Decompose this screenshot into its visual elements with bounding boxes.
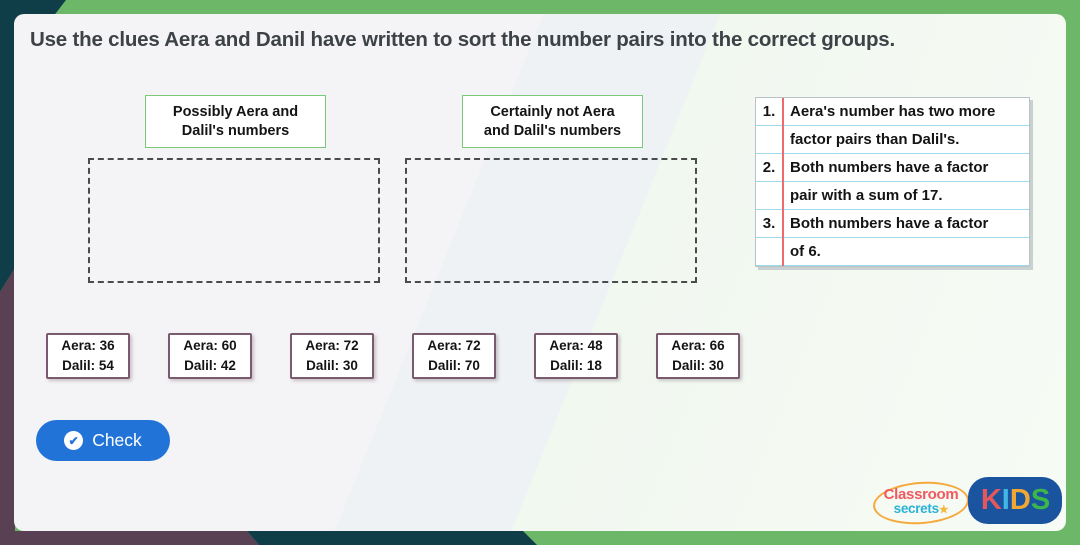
- clue-number: 1.: [762, 103, 776, 120]
- clue-row: of 6.: [756, 238, 1029, 266]
- classroom-logo-text: Classroom: [883, 486, 959, 503]
- pair-card-line: Dalil: 70: [428, 358, 480, 373]
- clue-row: 1. Aera's number has two more: [756, 98, 1029, 126]
- clue-row: 2. Both numbers have a factor: [756, 154, 1029, 182]
- pair-card-line: Aera: 48: [549, 338, 603, 354]
- pair-card-aera48-dalil18[interactable]: Aera: 48 Dalil: 18: [534, 333, 618, 379]
- clue-row: 3. Both numbers have a factor: [756, 210, 1029, 238]
- pair-card-line: Dalil: 54: [62, 358, 114, 373]
- classroom-secrets-logo: Classroom secrets★: [871, 478, 971, 528]
- pair-card-aera60-dalil42[interactable]: Aera: 60 Dalil: 42: [168, 333, 252, 379]
- group-label-line: Possibly Aera and: [172, 103, 299, 120]
- kids-letter-i: I: [1001, 484, 1010, 516]
- pair-card-aera72-dalil70[interactable]: Aera: 72 Dalil: 70: [412, 333, 496, 379]
- group-label-line: and Dalil's numbers: [483, 122, 622, 139]
- pair-card-line: Dalil: 18: [550, 358, 602, 373]
- clue-row: pair with a sum of 17.: [756, 182, 1029, 210]
- pair-card-line: Dalil: 30: [306, 358, 358, 373]
- secrets-logo-text: secrets: [893, 501, 940, 516]
- dropzone-possibly[interactable]: [88, 158, 380, 283]
- pair-card-aera66-dalil30[interactable]: Aera: 66 Dalil: 30: [656, 333, 740, 379]
- kids-logo: K I D S: [968, 477, 1062, 524]
- pair-card-line: Dalil: 42: [184, 358, 236, 373]
- group-label-line: Certainly not Aera: [490, 103, 615, 120]
- paper-margin-line: [782, 98, 784, 266]
- pair-card-line: Aera: 60: [183, 338, 237, 354]
- activity-instructions: Use the clues Aera and Danil have writte…: [30, 28, 896, 51]
- pair-card-aera72-dalil30[interactable]: Aera: 72 Dalil: 30: [290, 333, 374, 379]
- check-circle-icon: ✔: [64, 431, 84, 450]
- pair-card-line: Aera: 66: [671, 338, 725, 354]
- clue-text: Both numbers have a factor: [790, 215, 989, 232]
- clue-row: factor pairs than Dalil's.: [756, 126, 1029, 154]
- group-label-possibly: Possibly Aera and Dalil's numbers: [145, 95, 326, 148]
- clue-text: Aera's number has two more: [790, 103, 996, 120]
- clue-text: of 6.: [790, 243, 821, 260]
- number-pair-cards: Aera: 36 Dalil: 54 Aera: 60 Dalil: 42 Ae…: [46, 333, 740, 379]
- clues-note-paper: 1. Aera's number has two more factor pai…: [755, 97, 1030, 267]
- pair-card-line: Aera: 36: [61, 338, 115, 354]
- activity-card: Use the clues Aera and Danil have writte…: [14, 14, 1066, 531]
- pair-card-aera36-dalil54[interactable]: Aera: 36 Dalil: 54: [46, 333, 130, 379]
- check-button[interactable]: ✔ Check: [36, 420, 170, 461]
- check-button-label: Check: [92, 430, 142, 450]
- clue-number: 3.: [762, 215, 776, 232]
- clue-text: pair with a sum of 17.: [790, 187, 943, 204]
- group-label-line: Dalil's numbers: [181, 122, 290, 139]
- star-icon: ★: [938, 504, 949, 516]
- kids-letter-s: S: [1030, 484, 1050, 516]
- clue-text: factor pairs than Dalil's.: [790, 131, 960, 148]
- dropzone-certainly-not[interactable]: [405, 158, 697, 283]
- kids-letter-d: D: [1009, 484, 1031, 516]
- group-label-certainly-not: Certainly not Aera and Dalil's numbers: [462, 95, 643, 148]
- pair-card-line: Aera: 72: [305, 338, 359, 354]
- pair-card-line: Aera: 72: [427, 338, 481, 354]
- kids-letter-k: K: [980, 484, 1002, 516]
- clue-number: 2.: [762, 159, 776, 176]
- pair-card-line: Dalil: 30: [672, 358, 724, 373]
- clue-text: Both numbers have a factor: [790, 159, 989, 176]
